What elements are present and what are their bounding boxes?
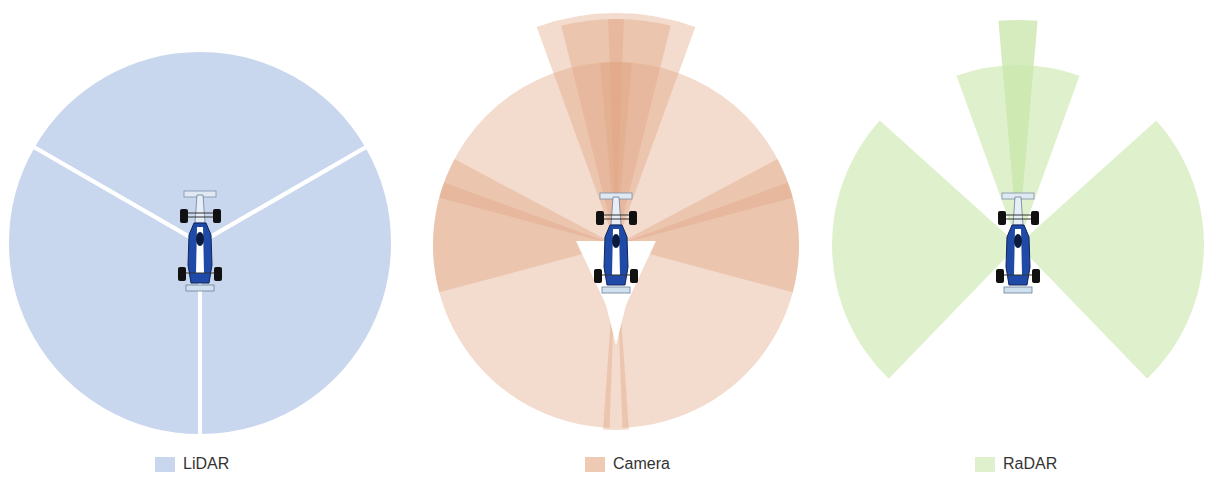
wheel [996,269,1004,283]
body-stripe [1014,229,1022,275]
suspension [1000,275,1036,276]
radar-coverage [832,20,1204,379]
wheel [596,211,604,225]
wheel [594,269,602,283]
suspension [1002,215,1034,219]
body-stripe [196,227,204,273]
camera-field-of-view [608,19,671,233]
legend-swatch [155,457,175,472]
wheel [1032,269,1040,283]
car-nose [195,195,205,223]
rear-wing [602,287,630,293]
rear-wing [1004,287,1032,293]
camera-field-of-view [537,13,696,234]
camera-coverage [433,13,799,430]
wheel [998,211,1006,225]
lidar-sector [7,147,200,437]
car-body [604,225,628,285]
suspension [598,275,634,276]
wheel [214,267,222,281]
wheel [213,209,221,223]
car-nose [1013,197,1023,225]
legend-swatch [585,457,605,472]
race-car [594,193,638,293]
car-body [1006,225,1030,285]
legend-entry: LiDAR [155,455,229,473]
legend-entry: Camera [585,455,670,473]
legend-swatch [975,457,995,472]
camera-field-of-view [433,159,605,292]
race-car [996,193,1040,293]
wheel [180,209,188,223]
lidar-coverage [7,50,393,436]
lidar-sector [200,147,393,437]
race-car [178,191,222,291]
suspension [182,273,218,274]
wheel [1031,211,1039,225]
body-stripe [612,229,620,275]
cockpit [1014,234,1022,248]
radar-sector [998,20,1037,245]
legend-entry: RaDAR [975,455,1057,473]
wheel [629,211,637,225]
rear-wing [186,285,214,291]
legend-label: RaDAR [1003,455,1057,473]
cockpit [612,234,620,248]
camera-field-of-view [616,182,799,427]
legend-label: LiDAR [183,455,229,473]
legend-label: Camera [613,455,670,473]
suspension [184,213,216,217]
cockpit [196,232,204,246]
car-nose [611,197,621,225]
suspension [600,215,632,219]
car-body [188,223,212,283]
wheel [178,267,186,281]
wheel [630,269,638,283]
